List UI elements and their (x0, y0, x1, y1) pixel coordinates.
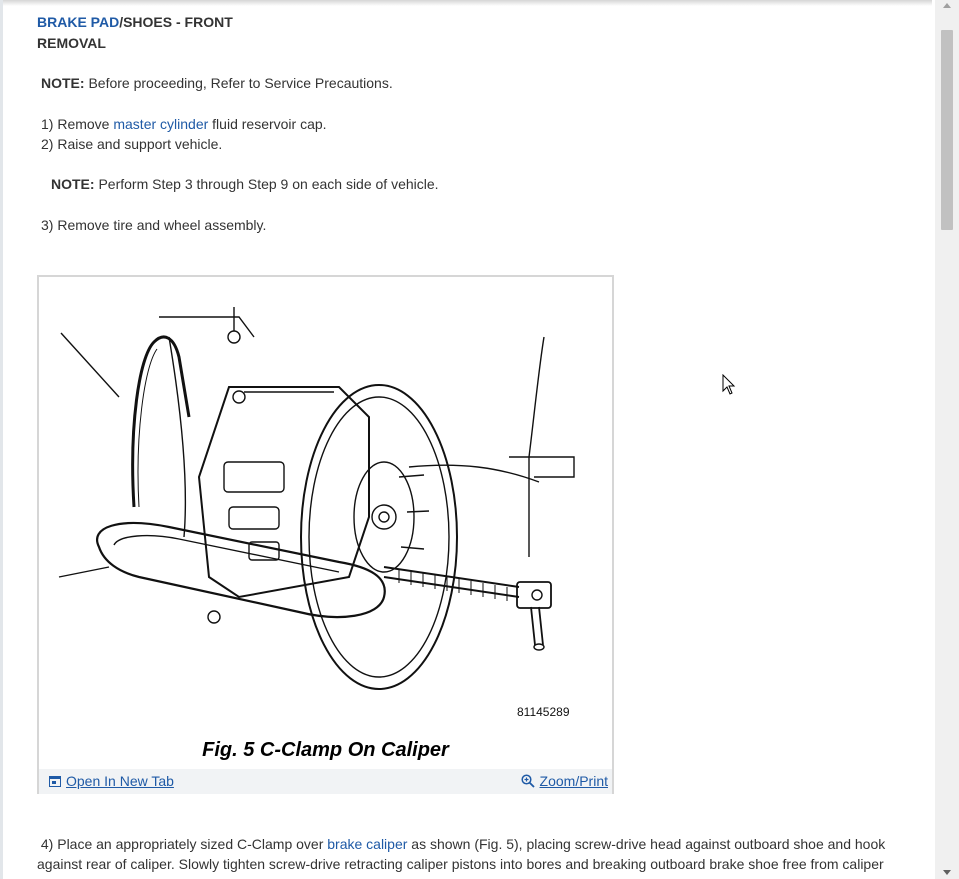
step-4-text: 4) Place an appropriately sized C-Clamp … (40, 836, 328, 852)
vertical-scrollbar[interactable] (935, 0, 959, 879)
subheading-removal: REMOVAL (37, 35, 106, 51)
open-in-new-tab-label: Open In New Tab (66, 773, 174, 789)
note-precautions: NOTE: Before proceeding, Refer to Servic… (41, 73, 393, 93)
step-1-text-end: fluid reservoir cap. (208, 116, 327, 132)
figure-5: 81145289 Fig. 5 C-Clamp On Caliper Open … (37, 275, 614, 794)
zoom-print-link[interactable]: Zoom/Print (520, 773, 608, 789)
heading-rest: /SHOES - FRONT (119, 14, 233, 30)
master-cylinder-link[interactable]: master cylinder (113, 116, 209, 132)
mouse-pointer-icon (722, 374, 736, 395)
top-shadow (0, 0, 932, 6)
brake-caliper-link[interactable]: brake caliper (327, 836, 408, 852)
note-label: NOTE: (41, 75, 85, 91)
figure-toolbar: Open In New Tab Zoom/Print (39, 769, 612, 794)
note-text: Perform Step 3 through Step 9 on each si… (94, 176, 439, 192)
magnifier-icon (520, 774, 535, 788)
c-clamp-caliper-illustration[interactable] (39, 277, 612, 737)
scroll-up-arrow-icon[interactable] (943, 3, 951, 8)
open-tab-icon (49, 775, 61, 787)
figure-caption: Fig. 5 C-Clamp On Caliper (202, 739, 449, 761)
window-left-edge (0, 0, 3, 879)
note-text: Before proceeding, Refer to Service Prec… (84, 75, 393, 91)
step-1: 1) Remove master cylinder fluid reservoi… (41, 114, 327, 134)
zoom-print-label: Zoom/Print (539, 773, 608, 789)
step-1-text: 1) Remove (41, 116, 114, 132)
step-4: 4) Place an appropriately sized C-Clamp … (37, 834, 917, 874)
brake-pad-link[interactable]: BRAKE PAD (37, 14, 120, 30)
note-each-side: NOTE: Perform Step 3 through Step 9 on e… (51, 174, 439, 194)
open-in-new-tab-link[interactable]: Open In New Tab (49, 773, 174, 789)
section-heading: BRAKE PAD/SHOES - FRONT (37, 12, 233, 33)
scroll-down-arrow-icon[interactable] (943, 870, 951, 875)
note-label: NOTE: (51, 176, 95, 192)
image-number: 81145289 (517, 705, 570, 719)
scrollbar-thumb[interactable] (941, 30, 953, 230)
step-2: 2) Raise and support vehicle. (41, 136, 223, 152)
step-4-text-end: as shown (Fig. 5), placing screw-drive h… (37, 836, 886, 872)
step-3: 3) Remove tire and wheel assembly. (41, 217, 267, 233)
